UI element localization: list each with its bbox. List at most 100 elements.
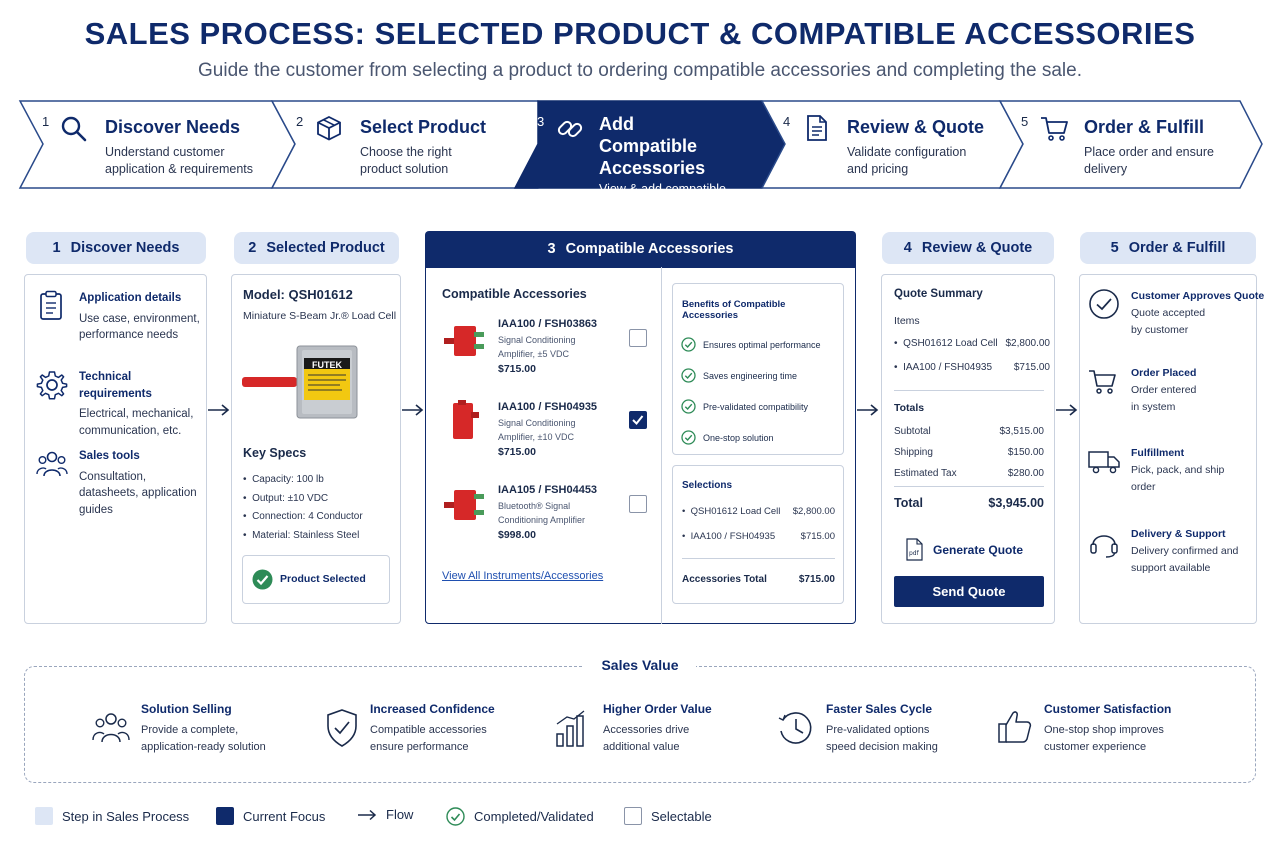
view-all-link[interactable]: View All Instruments/Accessories bbox=[442, 570, 604, 582]
key-specs-title: Key Specs bbox=[243, 446, 307, 460]
check-circle-icon bbox=[252, 569, 273, 590]
item-title: Sales tools bbox=[79, 450, 140, 462]
accessory-sku: IAA100 / FSH03863 bbox=[498, 318, 598, 330]
column-label: Selected Product bbox=[266, 240, 385, 256]
item-desc: Consultation, datasheets, application gu… bbox=[79, 470, 197, 516]
cart-icon bbox=[1041, 117, 1068, 141]
cart-icon bbox=[1089, 370, 1116, 394]
legend-step: Step in Sales Process bbox=[35, 807, 189, 825]
shipping-row: Shipping$150.00 bbox=[894, 447, 1044, 458]
arrow-right-icon bbox=[358, 809, 377, 820]
users-icon bbox=[36, 451, 68, 477]
column-number: 1 bbox=[52, 240, 61, 256]
flow-arrow bbox=[1056, 404, 1078, 416]
accessory-checkbox-checked[interactable] bbox=[629, 411, 647, 429]
flow-arrow bbox=[402, 404, 424, 416]
order-item-placed: Order Placed Order entered in system bbox=[1131, 367, 1251, 415]
load-cell-image bbox=[242, 345, 358, 419]
page-subtitle: Guide the customer from selecting a prod… bbox=[198, 60, 1082, 81]
product-selected-label: Product Selected bbox=[280, 573, 366, 585]
step-order-fulfill[interactable]: Order & Fulfill Place order and ensure d… bbox=[1084, 117, 1234, 178]
item-desc: Pick, pack, and ship order bbox=[1131, 464, 1225, 493]
thumbs-up-icon bbox=[998, 711, 1032, 743]
column-number: 2 bbox=[248, 240, 257, 256]
benefits-list: Ensures optimal performance Saves engine… bbox=[681, 329, 821, 453]
item-desc: Use case, environment, performance needs bbox=[79, 312, 200, 342]
accessory-desc: Bluetooth® Signal Conditioning Amplifier bbox=[498, 501, 586, 525]
accessory-sku: IAA100 / FSH04935 bbox=[498, 401, 598, 413]
step-desc: Understand customer application & requir… bbox=[105, 145, 253, 176]
tax-row: Estimated Tax$280.00 bbox=[894, 468, 1044, 479]
value-faster-sales-cycle: Faster Sales Cycle Pre-validated options… bbox=[826, 702, 976, 756]
check-circle-icon bbox=[681, 368, 696, 383]
total-row: Total$3,945.00 bbox=[894, 496, 1044, 510]
shield-check-icon bbox=[327, 709, 357, 747]
step-title: Discover Needs bbox=[105, 117, 241, 137]
selection-row: • IAA100 / FSH04935$715.00 bbox=[682, 531, 835, 542]
totals-label: Totals bbox=[894, 402, 925, 414]
step-discover[interactable]: Discover Needs Understand customer appli… bbox=[105, 117, 270, 178]
discover-item-technical: Technical requirements Electrical, mecha… bbox=[79, 369, 204, 439]
step-select-product[interactable]: Select Product Choose the right product … bbox=[360, 117, 520, 178]
column-label: Order & Fulfill bbox=[1128, 240, 1226, 256]
accessories-list-title: Compatible Accessories bbox=[442, 287, 587, 301]
step-review-quote[interactable]: Review & Quote Validate configuration an… bbox=[847, 117, 997, 178]
spec-item: • Capacity: 100 lb bbox=[243, 474, 324, 485]
flow-arrow bbox=[857, 404, 879, 416]
accessory-checkbox[interactable] bbox=[629, 329, 647, 347]
column-number: 4 bbox=[903, 240, 912, 256]
accessory-checkbox[interactable] bbox=[629, 495, 647, 513]
divider bbox=[894, 486, 1044, 487]
step-number: 5 bbox=[1021, 114, 1029, 129]
quote-item-row: • IAA100 / FSH04935$715.00 bbox=[894, 362, 1050, 373]
value-increased-confidence: Increased Confidence Compatible accessor… bbox=[370, 702, 520, 756]
item-title: Delivery & Support bbox=[1131, 528, 1226, 540]
amplifier-image bbox=[444, 490, 484, 520]
legend-swatch-navy bbox=[216, 807, 234, 825]
step-desc: View & add compatible accessories bbox=[599, 182, 726, 213]
step-add-accessories[interactable]: Add Compatible Accessories View & add co… bbox=[599, 113, 759, 215]
check-circle-icon bbox=[681, 430, 696, 445]
check-circle-icon bbox=[1089, 289, 1119, 319]
product-model: Model: QSH01612 bbox=[243, 287, 353, 302]
value-title: Solution Selling bbox=[141, 702, 232, 716]
step-title: Add Compatible Accessories bbox=[599, 114, 706, 178]
step-number: 4 bbox=[783, 114, 791, 129]
panel-accessories bbox=[425, 267, 856, 624]
step-title: Review & Quote bbox=[847, 117, 985, 137]
column-label: Compatible Accessories bbox=[565, 241, 734, 257]
accessory-item: IAA100 / FSH03863 Signal Conditioning Am… bbox=[498, 318, 623, 375]
headset-icon bbox=[1090, 535, 1118, 558]
check-circle-icon bbox=[681, 399, 696, 414]
panel-product bbox=[231, 274, 401, 624]
product-selected-badge: Product Selected bbox=[242, 555, 390, 604]
legend-flow: Flow bbox=[357, 807, 413, 822]
value-desc: Accessories drive additional value bbox=[603, 724, 690, 753]
bar-chart-icon bbox=[556, 710, 585, 747]
selections-box: Selections • QSH01612 Load Cell$2,800.00… bbox=[672, 465, 844, 604]
send-quote-button[interactable]: Send Quote bbox=[894, 576, 1044, 607]
benefit-item: Ensures optimal performance bbox=[681, 329, 821, 360]
item-desc: Order entered in system bbox=[1131, 384, 1197, 413]
generate-quote-button[interactable]: pdf Generate Quote bbox=[905, 538, 1023, 561]
item-title: Order Placed bbox=[1131, 367, 1197, 379]
value-title: Higher Order Value bbox=[603, 702, 712, 716]
value-desc: One-stop shop improves customer experien… bbox=[1044, 724, 1164, 753]
value-desc: Pre-validated options speed decision mak… bbox=[826, 724, 938, 753]
benefit-item: Pre-validated compatibility bbox=[681, 391, 821, 422]
amplifier-image bbox=[444, 326, 484, 356]
panel-discover bbox=[24, 274, 207, 624]
items-label: Items bbox=[894, 315, 920, 327]
step-number: 3 bbox=[537, 114, 545, 129]
value-title: Faster Sales Cycle bbox=[826, 702, 933, 716]
column-label: Discover Needs bbox=[70, 240, 180, 256]
benefits-box: Benefits of Compatible Accessories Ensur… bbox=[672, 283, 844, 455]
legend-current-focus: Current Focus bbox=[216, 807, 325, 825]
flow-arrow bbox=[208, 404, 230, 416]
divider bbox=[682, 558, 835, 559]
search-icon bbox=[61, 116, 87, 142]
product-name: Miniature S-Beam Jr.® Load Cell bbox=[243, 310, 397, 322]
accessories-total-row: Accessories Total$715.00 bbox=[682, 574, 835, 585]
